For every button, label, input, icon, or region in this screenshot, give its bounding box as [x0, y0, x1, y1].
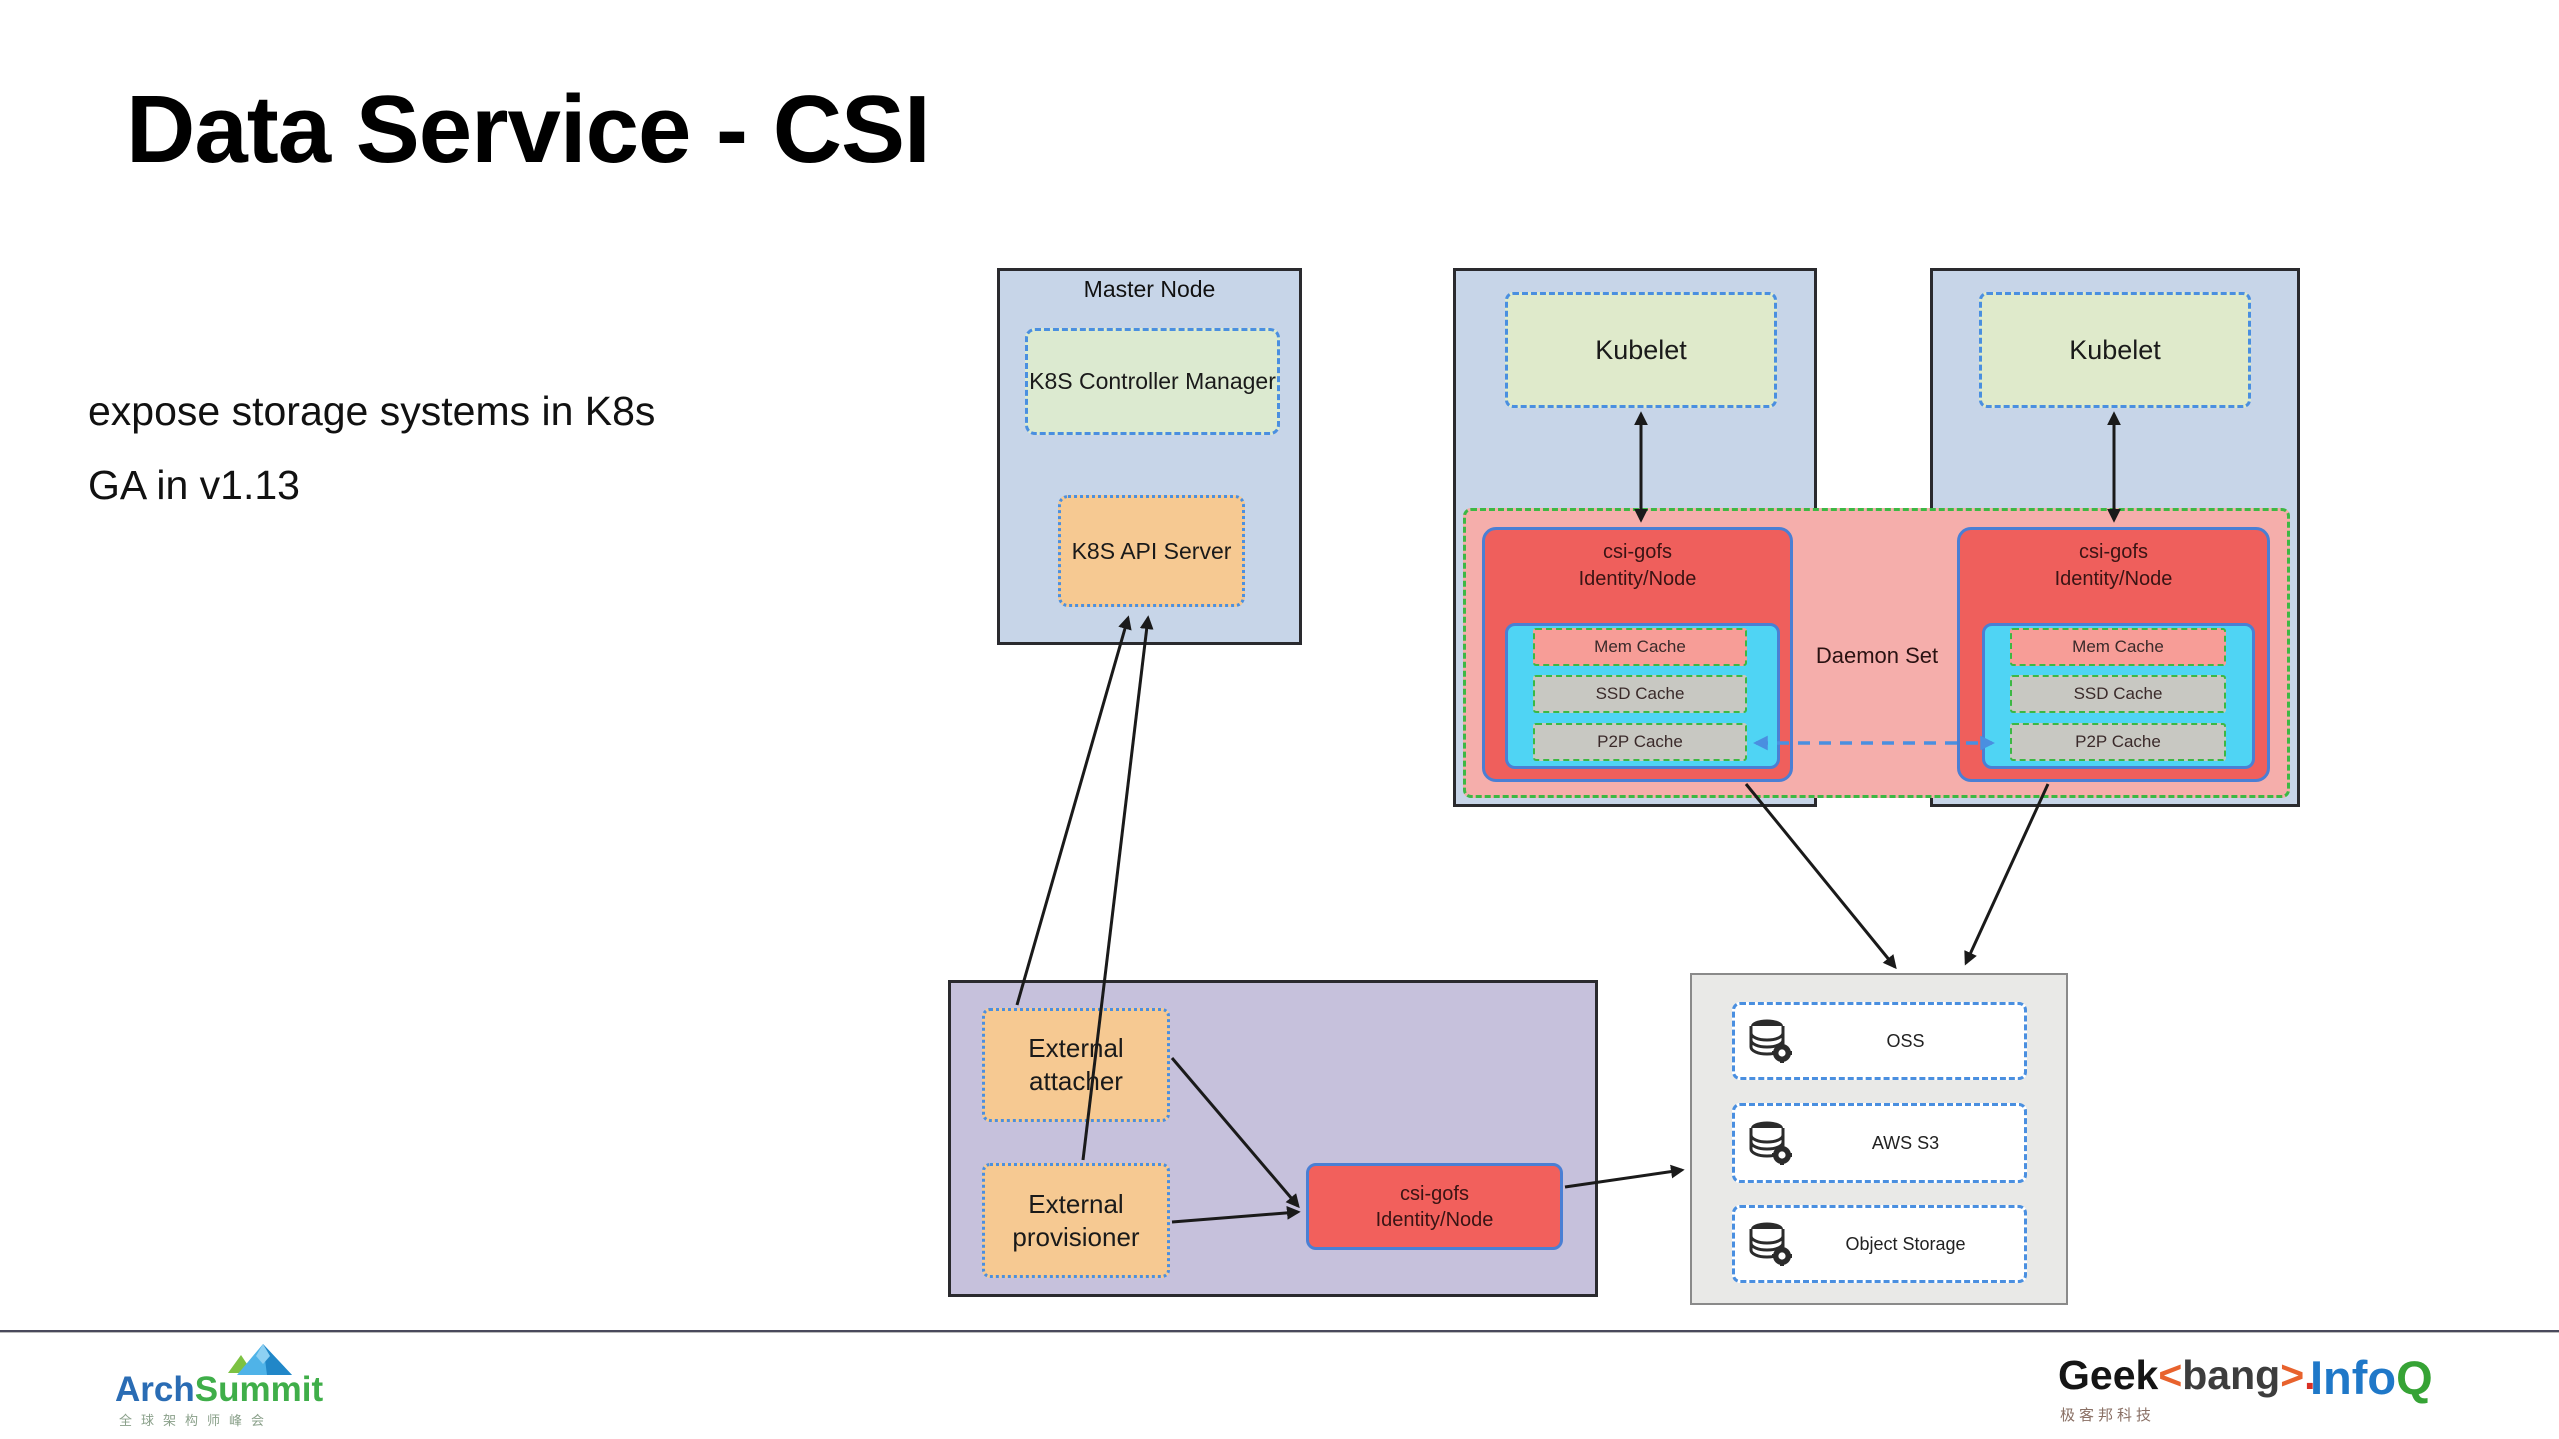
csi-pod-2-title-line1: csi-gofs — [2079, 541, 2148, 563]
database-icon — [1745, 1017, 1795, 1065]
daemon-set-label: Daemon Set — [1815, 643, 1939, 668]
mem-cache-row-2: Mem Cache — [2010, 628, 2226, 666]
ssd-cache-row-1: SSD Cache — [1533, 675, 1747, 713]
footer-divider — [0, 1330, 2559, 1333]
csi-pod-2-title: csi-gofs Identity/Node — [1960, 530, 2267, 593]
storage-item-oss: OSS — [1732, 1002, 2027, 1080]
csi-pod-1-title: csi-gofs Identity/Node — [1485, 530, 1790, 593]
geekbang-geek: Geek — [2058, 1352, 2159, 1398]
master-node-label: Master Node — [1083, 276, 1216, 302]
kubelet-2-box: Kubelet — [1979, 292, 2251, 408]
infoq-info: Info — [2310, 1351, 2397, 1404]
archsummit-tagline: 全球架构师峰会 — [119, 1413, 274, 1428]
p2p-cache-row-2: P2P Cache — [2010, 723, 2226, 761]
kubelet-1-box: Kubelet — [1505, 292, 1777, 408]
external-attacher-box: External attacher — [982, 1008, 1170, 1122]
infoq-logo: InfoQ — [2310, 1350, 2510, 1414]
infoq-q: Q — [2396, 1351, 2433, 1404]
geekbang-logo: Geek<bang>. 极客邦科技 — [2058, 1352, 2318, 1436]
storage-item-label: Object Storage — [1845, 1233, 1966, 1254]
storage-item-label: AWS S3 — [1871, 1132, 1940, 1153]
mem-cache-row-1: Mem Cache — [1533, 628, 1747, 666]
geekbang-open-bracket: < — [2158, 1352, 2183, 1398]
csi-controller-box: csi-gofs Identity/Node — [1306, 1163, 1563, 1250]
storage-item-aws-s3: AWS S3 — [1732, 1103, 2027, 1183]
geekbang-tagline: 极客邦科技 — [2060, 1407, 2156, 1424]
p2p-cache-row-1: P2P Cache — [1533, 723, 1747, 761]
archsummit-logo: ArchSummit 全球架构师峰会 — [115, 1340, 445, 1432]
ssd-cache-row-2: SSD Cache — [2010, 675, 2226, 713]
mountain-icon — [228, 1344, 292, 1375]
page-title: Data Service - CSI — [126, 76, 931, 183]
archsummit-wordmark: ArchSummit — [115, 1370, 323, 1410]
bullet-line-2: GA in v1.13 — [88, 462, 300, 508]
geekbang-bang: bang — [2182, 1352, 2281, 1398]
csi-controller-title-line2: Identity/Node — [1375, 1209, 1494, 1231]
csi-pod-1-title-line1: csi-gofs — [1603, 541, 1672, 563]
geekbang-dot: . — [2304, 1352, 2316, 1398]
geekbang-wordmark: Geek<bang>. — [2058, 1352, 2316, 1399]
geekbang-close-bracket: > — [2280, 1352, 2305, 1398]
archsummit-summit: Summit — [194, 1370, 324, 1409]
csi-pod-1-title-line2: Identity/Node — [1578, 568, 1697, 590]
storage-item-object-storage: Object Storage — [1732, 1205, 2027, 1283]
k8s-api-server-box: K8S API Server — [1058, 495, 1245, 607]
storage-item-label: OSS — [1886, 1030, 1925, 1051]
bullet-text: expose storage systems in K8s GA in v1.1… — [88, 374, 655, 522]
bullet-line-1: expose storage systems in K8s — [88, 388, 656, 434]
database-icon — [1745, 1119, 1795, 1167]
csi-controller-title-line1: csi-gofs — [1400, 1183, 1469, 1205]
external-provisioner-box: External provisioner — [982, 1163, 1170, 1278]
csi-pod-2-title-line2: Identity/Node — [2054, 568, 2173, 590]
archsummit-arch: Arch — [115, 1370, 195, 1409]
database-icon — [1745, 1220, 1795, 1268]
csi-controller-title: csi-gofs Identity/Node — [1309, 1166, 1560, 1233]
k8s-controller-manager-box: K8S Controller Manager — [1025, 328, 1280, 435]
